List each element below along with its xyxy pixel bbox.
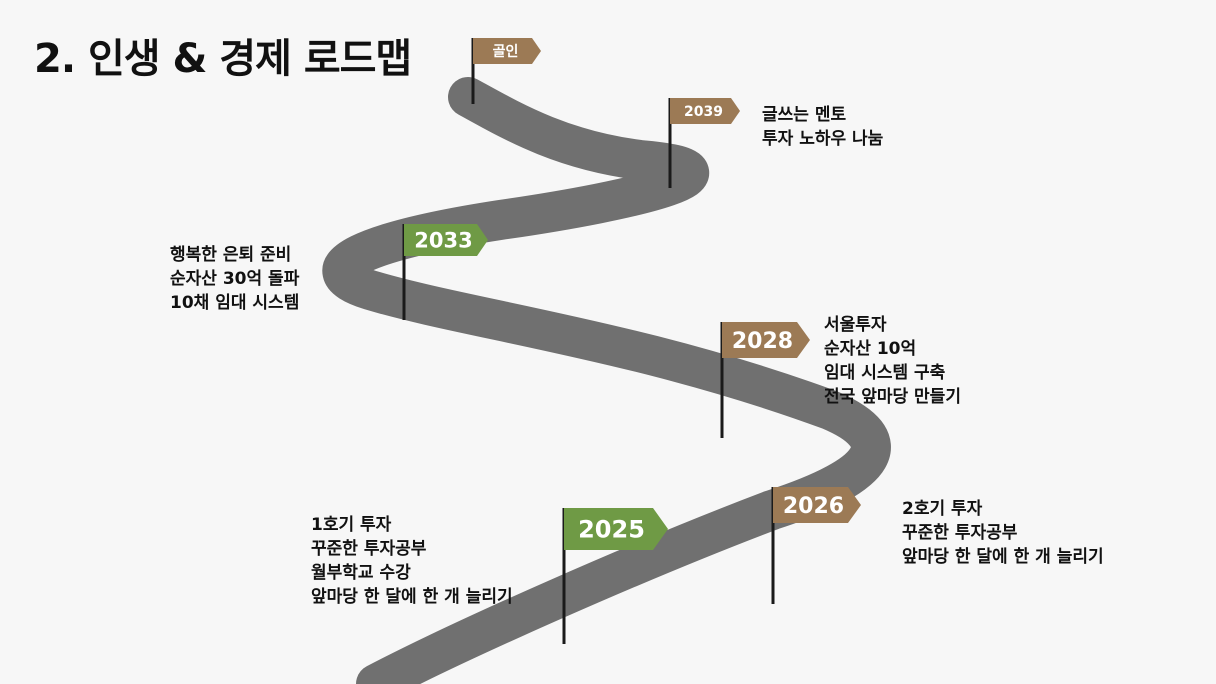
note-line: 꾸준한 투자공부 — [902, 523, 1018, 543]
flag-label: 2028 — [732, 329, 793, 354]
milestone-2033-notes: 행복한 은퇴 준비 순자산 30억 돌파 10채 임대 시스템 — [170, 243, 299, 315]
milestone-2039-notes: 글쓰는 멘토 투자 노하우 나눔 — [762, 103, 883, 151]
note-line: 서울투자 — [824, 315, 887, 335]
flag-goal: 골인 — [471, 38, 541, 104]
milestone-2026-notes: 2호기 투자 꾸준한 투자공부 앞마당 한 달에 한 개 늘리기 — [902, 497, 1104, 569]
flag-banner — [564, 508, 668, 550]
flag-2028: 2028 — [720, 322, 810, 438]
note-line: 앞마당 한 달에 한 개 늘리기 — [902, 547, 1104, 567]
flag-2025: 2025 — [562, 508, 668, 644]
flag-banner — [404, 224, 488, 256]
flag-label: 2039 — [684, 104, 723, 120]
note-line: 행복한 은퇴 준비 — [170, 245, 292, 265]
note-line: 앞마당 한 달에 한 개 늘리기 — [311, 587, 513, 607]
flag-label: 2025 — [578, 516, 645, 544]
flag-label: 2026 — [783, 494, 844, 519]
note-line: 꾸준한 투자공부 — [311, 539, 427, 559]
flag-banner — [473, 38, 541, 64]
flag-banner — [773, 487, 861, 523]
milestone-2025-notes: 1호기 투자 꾸준한 투자공부 월부학교 수강 앞마당 한 달에 한 개 늘리기 — [311, 513, 513, 609]
flag-label: 2033 — [414, 229, 472, 253]
note-line: 전국 앞마당 만들기 — [824, 387, 961, 407]
road-path — [322, 77, 891, 684]
flag-2039: 2039 — [668, 98, 740, 188]
note-line: 10채 임대 시스템 — [170, 293, 300, 313]
flag-banner — [670, 98, 740, 124]
page-title: 2. 인생 & 경제 로드맵 — [34, 36, 412, 82]
note-line: 월부학교 수강 — [311, 563, 411, 583]
note-line: 투자 노하우 나눔 — [762, 129, 884, 149]
note-line: 1호기 투자 — [311, 515, 392, 535]
note-line: 순자산 30억 돌파 — [170, 269, 300, 289]
flag-2033: 2033 — [402, 224, 488, 320]
flag-2026: 2026 — [771, 487, 861, 604]
note-line: 2호기 투자 — [902, 499, 983, 519]
note-line: 임대 시스템 구축 — [824, 363, 946, 383]
note-line: 글쓰는 멘토 — [762, 105, 847, 125]
flag-label: 골인 — [493, 43, 519, 60]
flag-banner — [722, 322, 810, 358]
note-line: 순자산 10억 — [824, 339, 917, 359]
milestone-2028-notes: 서울투자 순자산 10억 임대 시스템 구축 전국 앞마당 만들기 — [824, 313, 961, 409]
